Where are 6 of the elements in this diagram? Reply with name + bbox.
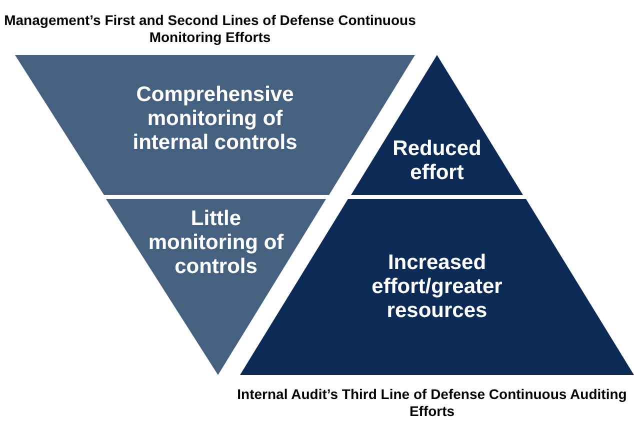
- band-label: Little monitoring of controls: [147, 207, 285, 279]
- section-heading: Internal Audit’s Third Line of Defense Continuous Auditing Efforts: [236, 386, 628, 420]
- band-label: Comprehensive monitoring of internal controls: [132, 83, 298, 155]
- section-heading: Management’s First and Second Lines of Defense Continuous Monitoring Efforts: [3, 12, 417, 46]
- band-label: Increased effort/greater resources: [370, 251, 504, 323]
- band-label: Reduced effort: [392, 137, 482, 185]
